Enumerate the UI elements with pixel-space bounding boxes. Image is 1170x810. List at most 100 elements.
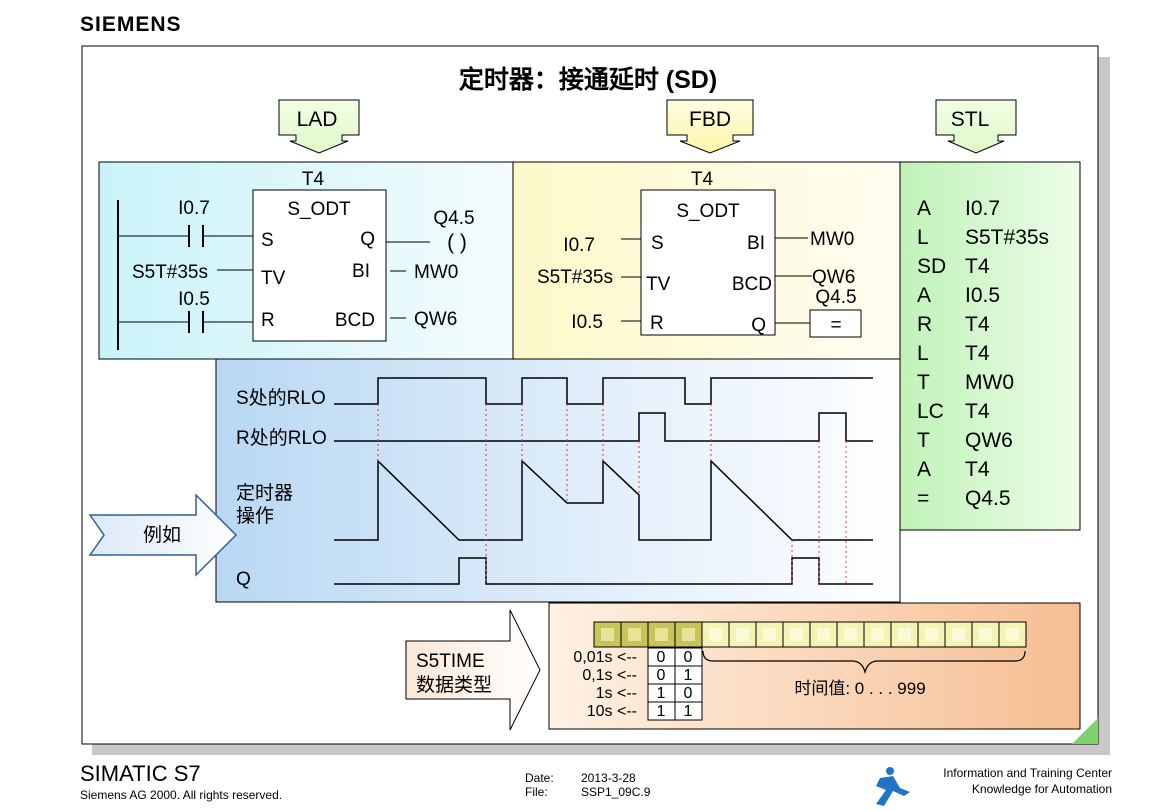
runner-logo-icon	[876, 767, 910, 806]
lad-pin-q: Q	[360, 229, 375, 250]
footer-file: SSP1_09C.9	[581, 785, 651, 799]
header-stl: STL	[935, 99, 1017, 154]
fbd-r-input: I0.5	[571, 312, 603, 333]
lad-pin-bcd: BCD	[335, 310, 375, 331]
header-fbd-label: FBD	[689, 108, 731, 131]
header-fbd: FBD	[666, 99, 754, 154]
fbd-timer-box	[640, 189, 776, 336]
stl-operand: T4	[965, 313, 990, 336]
bit-cell-highlight	[790, 628, 803, 641]
bit-cell-highlight	[736, 628, 749, 641]
stl-operand: I0.7	[965, 197, 1000, 220]
time-base-label: 10s <--	[587, 703, 637, 720]
bit-cell-highlight	[844, 628, 857, 641]
lad-network: I0.7 I0.5 S5T#35s T4 S_ODT S TV R Q BI B…	[117, 169, 475, 350]
bit-cell-highlight	[898, 628, 911, 641]
fbd-pin-r: R	[650, 313, 664, 334]
bit-cell-highlight	[952, 628, 965, 641]
stl-op: LC	[917, 400, 944, 423]
lad-pin-s: S	[261, 230, 274, 251]
footer-date-label: Date:	[525, 771, 554, 785]
fbd-pin-tv: TV	[646, 274, 671, 295]
header-stl-label: STL	[951, 108, 990, 131]
fbd-pin-s: S	[651, 233, 664, 254]
lad-timer-box	[252, 189, 387, 342]
bit-cell-highlight	[979, 628, 992, 641]
label-r-rlo: R处的RLO	[236, 427, 327, 449]
fbd-pin-bcd: BCD	[732, 274, 772, 295]
stl-operand: I0.5	[965, 284, 1000, 307]
bit-cell-highlight	[655, 628, 668, 641]
label-s-rlo: S处的RLO	[236, 387, 326, 409]
stl-operand: Q4.5	[965, 487, 1011, 510]
footer-file-label: File:	[525, 785, 548, 799]
wave-r-rlo	[334, 412, 873, 442]
timing-guides	[377, 404, 847, 584]
bit-cell-highlight	[682, 628, 695, 641]
stl-operand: T4	[965, 342, 990, 365]
stl-op: A	[917, 284, 931, 307]
time-base-bit0: 0	[684, 649, 693, 666]
timing-panel	[215, 358, 901, 603]
time-base-bit0: 1	[684, 703, 693, 720]
fbd-block-name: S_ODT	[676, 201, 740, 222]
bit-cell-highlight	[763, 628, 776, 641]
time-base-bit1: 0	[657, 667, 666, 684]
lad-contact-i05: I0.5	[178, 289, 210, 310]
bit-cell-highlight	[817, 628, 830, 641]
stl-operand: QW6	[965, 429, 1013, 452]
time-base-bit1: 1	[657, 703, 666, 720]
stl-panel	[899, 161, 1081, 531]
value-brace	[702, 650, 1026, 675]
footer-center-2: Knowledge for Automation	[972, 782, 1112, 796]
timing-labels: S处的RLO R处的RLO 定时器 操作 Q	[236, 387, 327, 590]
bit-cell-highlight	[871, 628, 884, 641]
footer-product: SIMATIC S7	[80, 761, 201, 786]
fbd-bi-output: MW0	[810, 229, 854, 250]
lad-bi-out: MW0	[414, 262, 458, 283]
stl-operand: MW0	[965, 371, 1014, 394]
label-timer-op-2: 操作	[236, 505, 274, 527]
lad-block-name: S_ODT	[287, 199, 351, 220]
bit-cell-highlight	[628, 628, 641, 641]
header-lad: LAD	[278, 99, 360, 154]
lad-pin-bi: BI	[352, 261, 370, 282]
label-q: Q	[236, 569, 251, 590]
time-base-bit1: 0	[657, 649, 666, 666]
stl-operand: S5T#35s	[965, 226, 1049, 249]
value-range: 时间值: 0 . . . 999	[794, 679, 925, 698]
stl-op: L	[917, 342, 929, 365]
fbd-assign: =	[830, 315, 841, 336]
footer-date: 2013-3-28	[581, 771, 636, 785]
lad-tv-value: S5T#35s	[132, 262, 208, 283]
lad-bcd-out: QW6	[414, 309, 457, 330]
bit-cell-highlight	[709, 628, 722, 641]
stl-op: A	[917, 458, 931, 481]
lad-pin-r: R	[261, 310, 275, 331]
label-timer-op-1: 定时器	[236, 482, 293, 504]
stl-operand: T4	[965, 400, 990, 423]
stl-op: A	[917, 197, 931, 220]
lad-contact-i07: I0.7	[178, 198, 210, 219]
footer-copyright: Siemens AG 2000. All rights reserved.	[80, 788, 282, 802]
fbd-assign-box	[809, 309, 862, 338]
fbd-q-label: Q4.5	[815, 287, 856, 308]
time-base-bit0: 0	[684, 685, 693, 702]
slide-title: 定时器：接通延时 (SD)	[459, 65, 717, 94]
stl-operand: T4	[965, 255, 990, 278]
lad-coil-label: Q4.5	[433, 208, 474, 229]
s5time-arrow: S5TIME 数据类型	[405, 609, 541, 731]
header-lad-label: LAD	[297, 108, 338, 131]
bit-cell-highlight	[925, 628, 938, 641]
stl-operand: T4	[965, 458, 990, 481]
bit-cell	[647, 621, 676, 648]
fbd-s-input: I0.7	[563, 235, 595, 256]
s5time-label-1: S5TIME	[416, 651, 485, 672]
fbd-bcd-output: QW6	[812, 267, 855, 288]
lad-coil: ( )	[447, 231, 467, 254]
time-base-label: 0,01s <--	[573, 649, 637, 666]
stl-op: =	[917, 487, 929, 510]
